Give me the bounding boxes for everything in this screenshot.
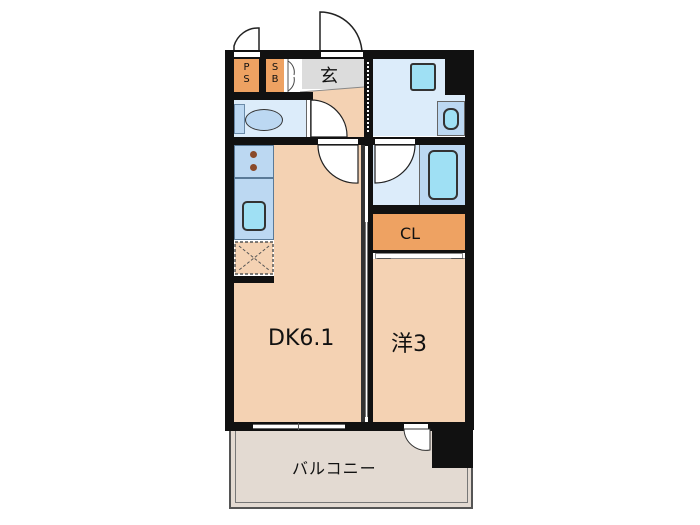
western-window-gap bbox=[404, 424, 428, 429]
balcony-label: バルコニー bbox=[292, 459, 377, 478]
wall-left bbox=[225, 50, 234, 428]
washing-machine-icon bbox=[443, 108, 459, 130]
balcony-window[interactable] bbox=[253, 424, 345, 429]
entrance-door-swing-icon bbox=[233, 27, 260, 53]
western-label: 洋3 bbox=[391, 332, 427, 357]
dk-door-swing-icon bbox=[317, 144, 359, 184]
wall-balcony-top bbox=[225, 422, 473, 431]
wall-dk-western bbox=[361, 145, 365, 422]
western-room bbox=[373, 259, 465, 422]
bathtub-icon bbox=[428, 150, 458, 200]
refrigerator-space-icon bbox=[234, 241, 274, 275]
washbasin-icon bbox=[410, 63, 436, 91]
kitchen-partition bbox=[234, 276, 274, 283]
wall-block-top-right bbox=[445, 50, 473, 95]
dk-label: DK6.1 bbox=[268, 326, 335, 351]
shoe-rack-dashes bbox=[367, 62, 370, 132]
wall-right bbox=[465, 50, 474, 430]
wall-bath-bottom bbox=[368, 205, 473, 214]
sliding-door-panel[interactable] bbox=[365, 222, 368, 417]
door-gap-dk bbox=[318, 139, 358, 144]
dk-room-lower bbox=[234, 283, 361, 422]
toilet-door-swing-icon bbox=[310, 99, 348, 138]
closet-label: CL bbox=[400, 224, 421, 243]
door-gap-bath bbox=[375, 139, 415, 144]
wall-ps-sb bbox=[259, 59, 266, 92]
kitchen-stove bbox=[234, 145, 274, 178]
burner-1-icon bbox=[250, 151, 257, 158]
toilet-bowl-icon bbox=[245, 109, 283, 131]
closet bbox=[373, 214, 465, 250]
kitchen-sink-icon bbox=[242, 201, 266, 231]
shoe-box-door-icon bbox=[284, 59, 304, 93]
bath-door-swing-icon bbox=[374, 144, 416, 184]
entrance-genkan bbox=[302, 59, 364, 89]
wall-western-left bbox=[368, 145, 373, 430]
balcony-door-swing-icon bbox=[403, 428, 431, 451]
entrance-label: 玄 bbox=[320, 66, 338, 87]
sb-label-top: S bbox=[271, 62, 279, 73]
toilet-tank bbox=[234, 104, 245, 134]
sb-label-bottom: B bbox=[271, 74, 279, 85]
pipe-space: P S bbox=[234, 59, 259, 92]
ps-label-top: P bbox=[243, 62, 250, 73]
balcony-window-divider bbox=[298, 423, 299, 430]
door-gap-front bbox=[321, 52, 363, 57]
front-door-swing-icon bbox=[319, 11, 363, 54]
closet-rail bbox=[373, 250, 465, 253]
ps-label-bottom: S bbox=[243, 74, 250, 85]
wall-block-bottom-right bbox=[432, 422, 473, 468]
shoe-box: S B bbox=[266, 59, 284, 92]
wall-ps-bottom bbox=[225, 92, 313, 100]
burner-2-icon bbox=[250, 164, 257, 171]
door-gap-ps bbox=[234, 52, 260, 57]
closet-door-track bbox=[375, 253, 463, 259]
